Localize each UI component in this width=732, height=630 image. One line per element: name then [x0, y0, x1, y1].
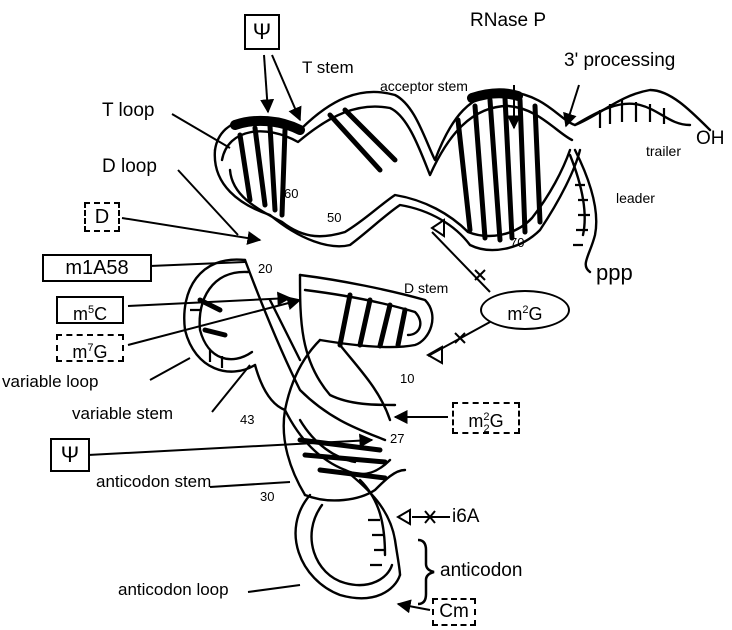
- m1a58-label: m1A58: [65, 257, 128, 279]
- t-stem-label: T stem: [302, 58, 354, 78]
- number-10: 10: [400, 372, 414, 386]
- oh-label: OH: [696, 128, 725, 150]
- i6a-label: i6A: [452, 507, 479, 527]
- number-60: 60: [284, 187, 298, 201]
- m22g-box: m22G: [452, 402, 520, 434]
- variable-loop-label: variable loop: [2, 372, 98, 392]
- number-43: 43: [240, 413, 254, 427]
- m1a58-box: m1A58: [42, 254, 152, 282]
- number-27: 27: [390, 432, 404, 446]
- processing-3-label: 3' processing: [564, 50, 675, 72]
- acceptor-stem-label: acceptor stem: [380, 78, 468, 94]
- anticodon-stem-label: anticodon stem: [96, 472, 211, 492]
- m7g-end: G: [94, 342, 108, 362]
- x-marks: [425, 270, 485, 523]
- d-mod-label: D: [95, 206, 109, 228]
- m7g-base: m: [72, 342, 87, 362]
- psi-top-label: Ψ: [253, 19, 271, 44]
- cm-box: Cm: [432, 598, 476, 626]
- d-stem-label: D stem: [404, 280, 448, 296]
- number-70: 70: [510, 236, 524, 250]
- t-loop-label: T loop: [102, 100, 154, 122]
- leader-label: leader: [616, 190, 655, 206]
- d-mod-box: D: [84, 202, 120, 232]
- m2g-end: G: [529, 304, 543, 324]
- m22g-sup: 2: [483, 411, 489, 423]
- number-50: 50: [327, 211, 341, 225]
- m5c-end: C: [94, 304, 107, 324]
- d-loop-label: D loop: [102, 156, 157, 178]
- rnase-p-label: RNase P: [470, 10, 546, 32]
- cm-label: Cm: [439, 601, 469, 622]
- anticodon-brace: [418, 540, 434, 604]
- psi-bottom-label: Ψ: [61, 442, 79, 467]
- ppp-label: ppp: [596, 260, 633, 286]
- m7g-box: m7G: [56, 334, 124, 362]
- trailer-label: trailer: [646, 143, 681, 159]
- psi-top-box: Ψ: [244, 14, 280, 50]
- number-20: 20: [258, 262, 272, 276]
- m2g-ellipse: m2G: [480, 290, 570, 330]
- m2g-base: m: [507, 304, 522, 324]
- anticodon-loop-label: anticodon loop: [118, 580, 229, 600]
- variable-stem-label: variable stem: [72, 404, 173, 424]
- m5c-box: m5C: [56, 296, 124, 324]
- psi-bottom-box: Ψ: [50, 438, 90, 472]
- trna-backbone: [184, 90, 710, 598]
- number-30: 30: [260, 490, 274, 504]
- m5c-base: m: [73, 304, 88, 324]
- m22g-base: m: [468, 411, 483, 431]
- m22g-end: G: [490, 411, 504, 431]
- anticodon-label: anticodon: [440, 560, 522, 582]
